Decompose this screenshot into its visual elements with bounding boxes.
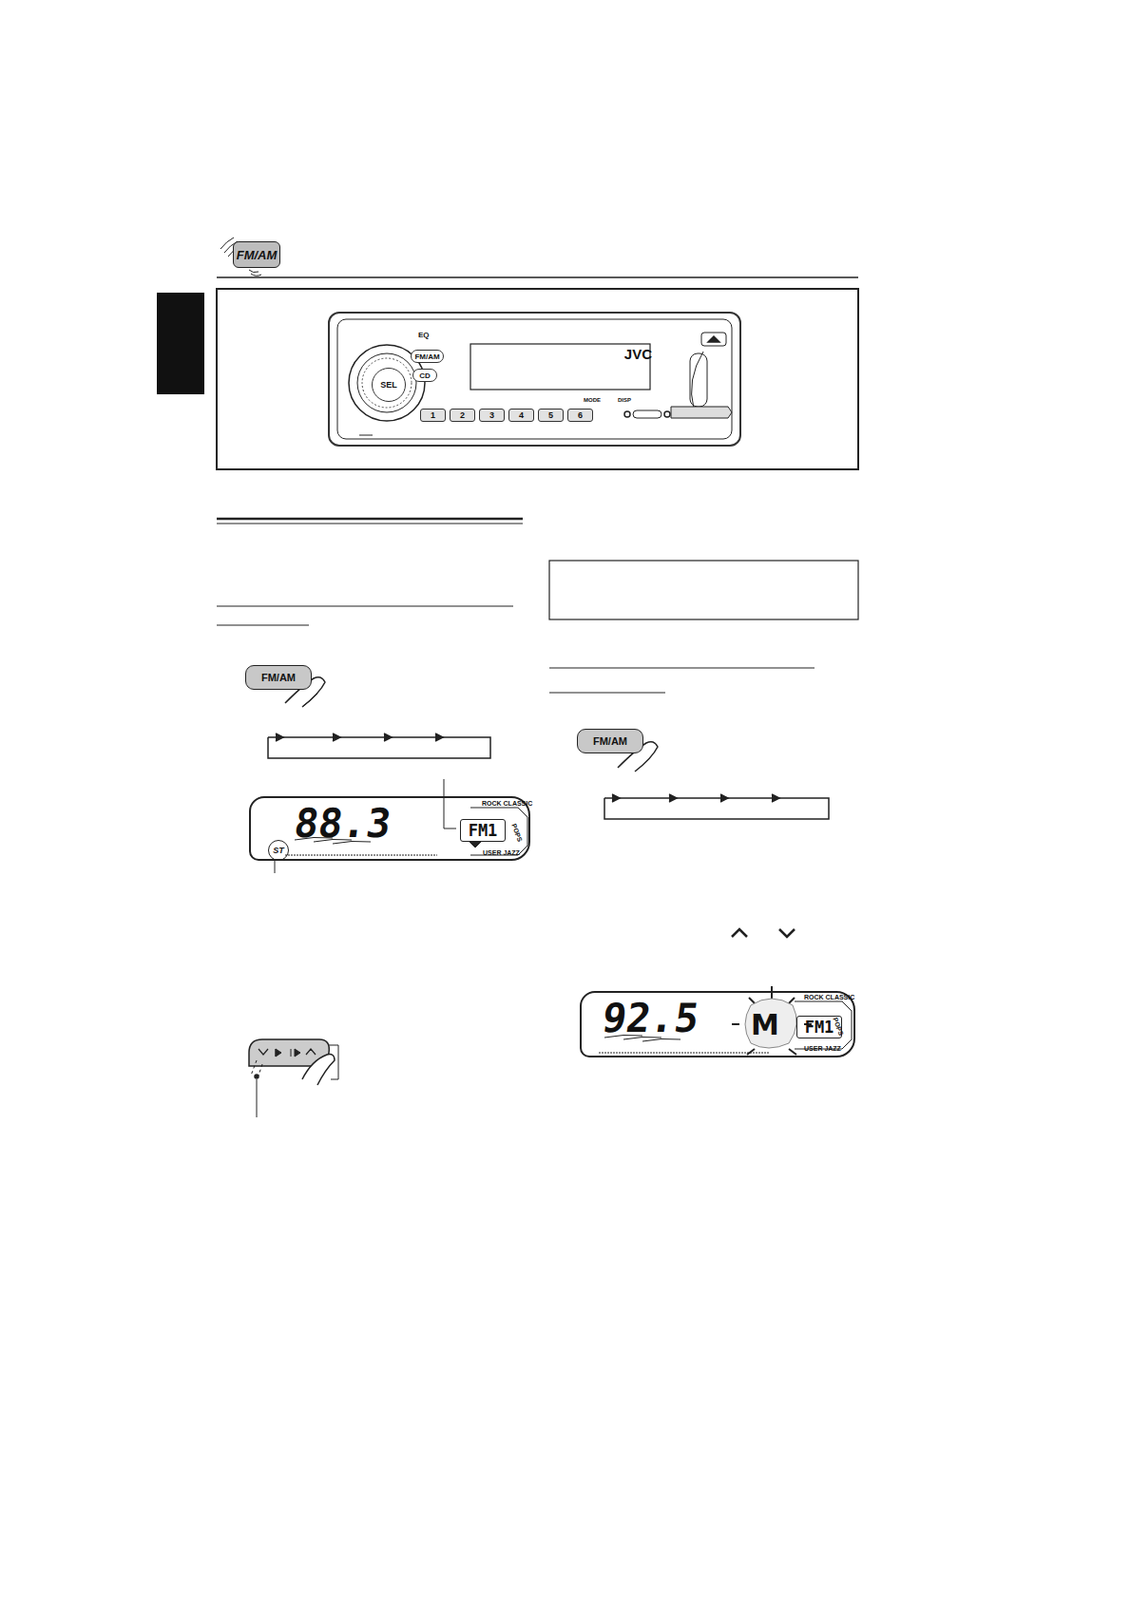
node-text: ST <box>272 845 285 856</box>
node-text: 4 <box>518 410 524 421</box>
button: CD <box>412 368 438 383</box>
node-text: FM/AM <box>261 671 296 684</box>
faceplate: JVC FM/AM CD SEL 1 2 3 4 5 6 <box>327 311 742 447</box>
node-text: FM1 <box>805 1017 835 1037</box>
band-indicator: FM1 <box>460 819 506 843</box>
node-text: M <box>750 1008 780 1042</box>
preset-button: 3 <box>479 408 505 422</box>
eq-mode-label: ROCK CLASSIC <box>481 800 533 807</box>
eq-mode-label: ROCK CLASSIC <box>804 994 855 1001</box>
button: FM/AM <box>245 665 312 691</box>
button-label: DISP <box>617 397 632 403</box>
node-text: 92.5 <box>599 995 703 1042</box>
preset-button: 5 <box>537 408 564 422</box>
node-text: 1 <box>430 410 436 421</box>
node-text: CD <box>419 371 431 381</box>
header-icon: FM/AM <box>232 241 281 269</box>
eq-label: EQ <box>418 330 430 340</box>
eq-mode-label: POPS <box>510 823 523 844</box>
button: FM/AM <box>576 728 644 754</box>
node-text: 6 <box>577 410 583 421</box>
button-label: MODE <box>583 397 601 403</box>
preset-button: 4 <box>508 408 535 422</box>
node-text: 3 <box>489 410 495 421</box>
node-text: 2 <box>460 410 465 421</box>
node-text: FM/AM <box>593 735 628 748</box>
node-text: FM/AM <box>414 352 440 362</box>
control-knob: SEL <box>371 367 406 403</box>
preset-button: 6 <box>567 408 594 422</box>
node-text: SEL <box>380 380 398 390</box>
node-text: 88.3 <box>291 800 395 847</box>
eq-mode-label: USER JAZZ <box>804 1045 842 1053</box>
eq-mode-label: POPS <box>831 1016 844 1037</box>
stereo-indicator: ST <box>268 840 289 862</box>
node-text: JVC <box>624 345 652 363</box>
eq-mode-label: USER JAZZ <box>482 849 520 857</box>
button: FM/AM <box>410 349 444 364</box>
preset-button: 2 <box>449 408 476 422</box>
memory-indicator: M <box>747 1006 784 1043</box>
preset-button: 1 <box>420 408 446 422</box>
node-text: FM/AM <box>236 248 278 263</box>
node-text: FM1 <box>468 821 499 841</box>
node-text: 5 <box>548 410 554 421</box>
